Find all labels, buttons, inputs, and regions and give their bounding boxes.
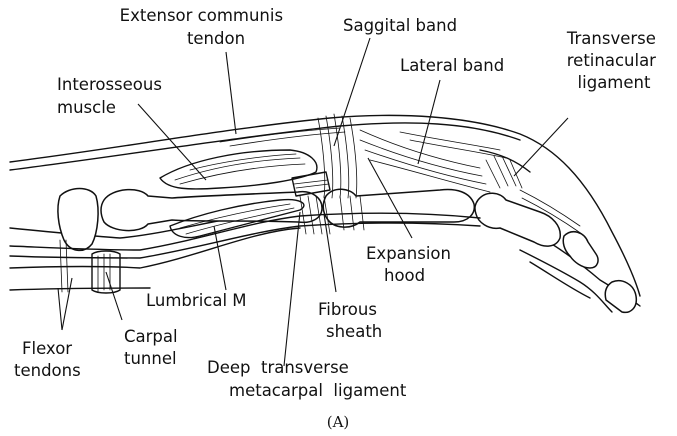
leader-extensor-communis bbox=[226, 52, 236, 134]
label-lumbrical: Lumbrical M bbox=[146, 291, 247, 310]
carpal-bone-1 bbox=[58, 189, 98, 251]
leader-lateral-band bbox=[418, 80, 440, 164]
proximal-phalanx bbox=[323, 189, 474, 227]
bones bbox=[58, 189, 636, 313]
label-extensor-communis: Extensor communis tendon bbox=[120, 6, 289, 48]
distal-phalanx bbox=[563, 232, 598, 268]
metacarpal-bone bbox=[101, 190, 322, 231]
label-interosseous: Interosseous muscle bbox=[57, 75, 167, 117]
label-flexor-tendons: Flexor tendons bbox=[14, 339, 81, 380]
label-expansion-hood: Expansion hood bbox=[366, 244, 456, 285]
middle-phalanx bbox=[475, 193, 560, 246]
figure-caption: (A) bbox=[327, 413, 350, 431]
label-fibrous-sheath: Fibrous sheath bbox=[318, 300, 382, 341]
label-lateral-band: Lateral band bbox=[400, 56, 504, 75]
label-carpal-tunnel: Carpal tunnel bbox=[124, 327, 183, 368]
leader-deep-transverse bbox=[284, 212, 300, 366]
leader-flexor-tendons-1 bbox=[62, 278, 72, 330]
leader-transverse-retinacular bbox=[514, 118, 568, 176]
fingernail bbox=[605, 281, 636, 313]
label-saggital-band: Saggital band bbox=[343, 16, 457, 35]
label-transverse-retinacular: Transverse retinacular ligament bbox=[566, 29, 661, 92]
leader-lumbrical bbox=[214, 226, 226, 290]
leader-flexor-tendons-2 bbox=[58, 288, 62, 330]
